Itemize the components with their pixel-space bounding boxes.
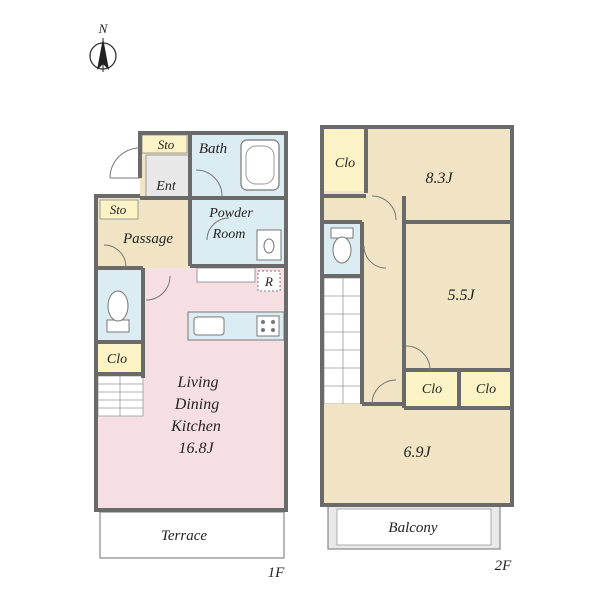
floor-2f-label: 2F (495, 558, 513, 574)
closet-2f-c-label: Clo (476, 382, 496, 397)
refrigerator-area (257, 270, 281, 292)
ldk-dining-label: Dining (174, 396, 219, 413)
room-5-5j-label: 5.5J (447, 287, 475, 304)
sto-passage-label: Sto (110, 202, 127, 217)
bath-label: Bath (199, 141, 227, 157)
stairs-1f (97, 375, 144, 417)
compass-north-label: N (98, 21, 109, 36)
entrance-label: Ent (155, 179, 177, 194)
room-label: Room (212, 227, 246, 242)
sto-top-label: Sto (158, 137, 175, 152)
terrace-label: Terrace (161, 528, 207, 544)
room-5-5j (406, 224, 510, 369)
refrigerator-label: R (264, 274, 273, 289)
passage-label: Passage (122, 231, 173, 247)
stairs-2f (323, 277, 363, 405)
washbasin-icon (256, 229, 282, 261)
toilet-2f-icon (330, 227, 354, 264)
closet-2f-b-label: Clo (422, 382, 442, 397)
floor-1f-label: 1F (268, 565, 286, 581)
floor-2f: Clo 8.3J 5.5J Clo Clo 6.9J Balcony 2F (320, 125, 514, 574)
floor-1f: Sto Ent Bath Sto Passage Powder Room R C… (94, 131, 288, 581)
closet-1f-label: Clo (107, 352, 127, 367)
walls-1f (94, 131, 288, 512)
sto-passage-area (99, 199, 139, 220)
closet-2f-a-label: Clo (335, 156, 355, 171)
closet-2f-a-area (324, 129, 366, 191)
doors-2f (363, 195, 431, 405)
hallway-2f (362, 220, 404, 410)
doors-1f (103, 147, 230, 301)
bathtub-icon (240, 139, 280, 191)
room-8-3j-label: 8.3J (425, 170, 453, 187)
ldk-kitchen-label: Kitchen (170, 418, 221, 435)
room-6-9j (324, 404, 510, 503)
ldk-living-label: Living (177, 374, 219, 391)
room-8-3j (324, 129, 510, 220)
powder-label: Powder (208, 206, 253, 221)
kitchen-counter-icon (187, 311, 285, 341)
ldk-size-label: 16.8J (178, 440, 214, 457)
closet-1f-area (98, 343, 142, 373)
toilet-icon (106, 290, 130, 333)
room-6-9j-label: 6.9J (403, 444, 431, 461)
terrace-area (99, 511, 285, 559)
closet-2f-b-area (406, 371, 458, 406)
balcony-label: Balcony (388, 520, 437, 536)
north-compass-icon (89, 38, 117, 72)
walls-2f (320, 125, 514, 507)
closet-2f-c-area (460, 371, 510, 406)
